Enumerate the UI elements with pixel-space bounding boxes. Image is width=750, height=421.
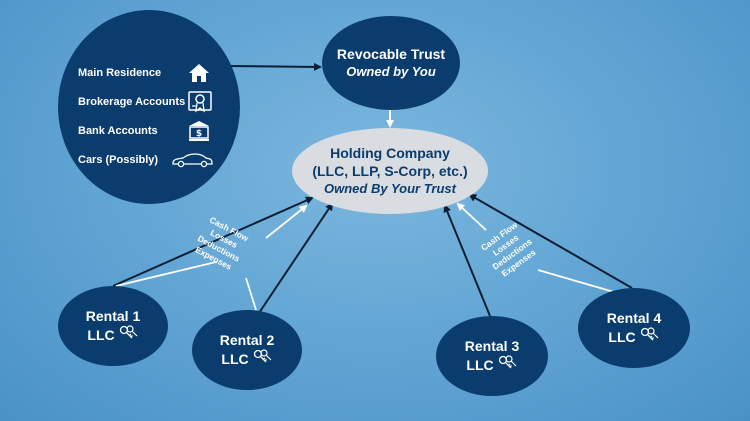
asset-label: Main Residence [78,66,162,79]
flow-leader-right [537,269,615,293]
rental-3-llc: LLC [466,357,494,373]
arrow-rental3-to-holding [443,204,491,317]
flow-arrow-left [265,204,308,239]
rental-1-title: Rental 1 [85,307,141,324]
flow-leader-left-a [115,261,217,287]
flow-arrow-right [456,202,487,231]
rental-1-node: Rental 1 LLC [58,286,168,366]
asset-row-brokerage: Brokerage Accounts [78,87,214,116]
asset-row-bank: Bank Accounts $ [78,116,214,145]
asset-label: Cars (Possibly) [78,153,159,166]
rental-1-llc: LLC [87,327,115,343]
rental-4-title: Rental 4 [606,309,662,326]
keys-icon [253,348,273,370]
bank-icon: $ [184,119,214,143]
holding-entity-types: (LLC, LLP, S-Corp, etc.) [312,163,468,179]
arrow-rental2-to-holding [256,202,334,317]
certificate-icon [185,90,214,114]
asset-row-cars: Cars (Possibly) [78,145,214,174]
flow-leader-left-b [245,277,257,311]
rental-3-node: Rental 3 LLC [436,316,548,396]
svg-text:$: $ [196,129,202,139]
asset-label: Bank Accounts [78,124,158,137]
rental-4-llc: LLC [608,329,636,345]
trust-subtitle: Owned by You [346,64,436,79]
rental-4-type: LLC [608,326,660,348]
arrow-rental4-to-holding [468,194,633,289]
arrow-assets-to-trust [227,62,322,71]
rental-3-title: Rental 3 [464,337,520,354]
house-icon [184,61,214,85]
keys-icon [640,326,660,348]
asset-row-main-residence: Main Residence [78,58,214,87]
asset-label: Brokerage Accounts [78,95,186,108]
keys-icon [498,354,518,376]
assets-circle [58,10,240,204]
revocable-trust-node: Revocable Trust Owned by You [322,16,460,110]
rental-2-node: Rental 2 LLC [192,310,302,390]
rental-1-type: LLC [87,324,139,346]
car-icon [170,148,214,172]
holding-subtitle: Owned By Your Trust [324,181,456,196]
rental-2-type: LLC [221,348,273,370]
rental-3-type: LLC [466,354,518,376]
rental-4-node: Rental 4 LLC [578,288,690,368]
rental-2-llc: LLC [221,351,249,367]
rental-2-title: Rental 2 [219,331,275,348]
asset-list: Main Residence Brokerage Accounts Bank A… [78,58,214,174]
trust-title: Revocable Trust [336,46,446,62]
arrow-rental1-to-holding [112,196,314,287]
holding-company-node: Holding Company (LLC, LLP, S-Corp, etc.)… [292,128,488,214]
holding-title: Holding Company [330,145,450,161]
keys-icon [119,324,139,346]
